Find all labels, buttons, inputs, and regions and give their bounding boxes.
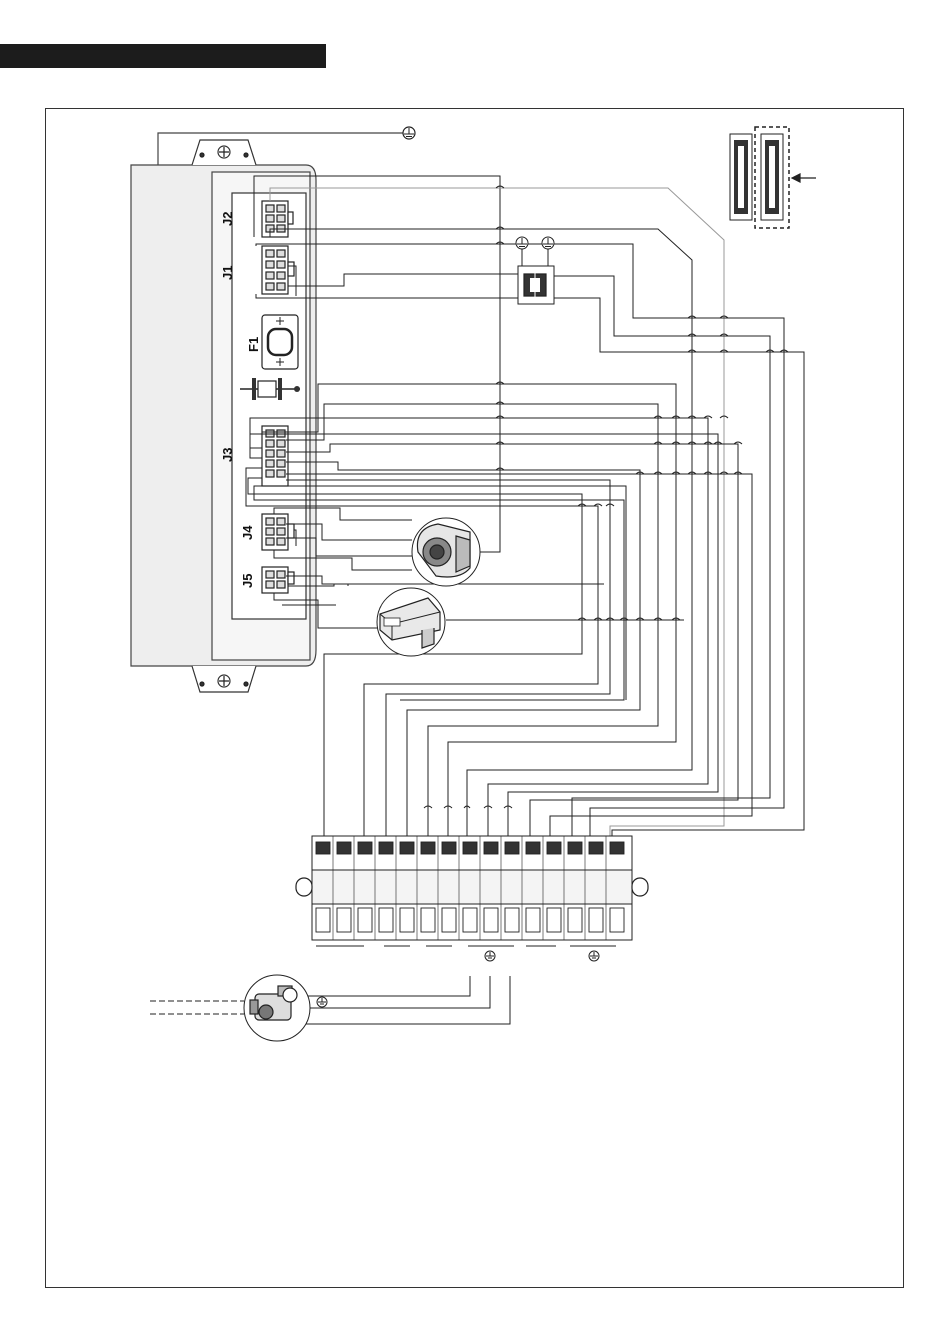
wires-pump (150, 976, 510, 1024)
connector-j2 (262, 201, 293, 237)
label-f1: F1 (246, 337, 261, 352)
fuse-f1 (262, 315, 298, 369)
label-j3: J3 (220, 448, 235, 462)
ground-symbol-pump (317, 997, 327, 1007)
label-j4: J4 (240, 525, 255, 540)
flow-switch (518, 266, 554, 304)
label-j2: J2 (220, 212, 235, 226)
wires-j3 (246, 384, 752, 843)
label-j1: J1 (220, 266, 235, 280)
wires-j4-j5 (274, 508, 684, 628)
connector-j3 (262, 426, 288, 486)
ground-symbols-switch (516, 237, 554, 268)
sensor-plug (377, 588, 445, 656)
ground-symbol-top (403, 127, 415, 139)
wire-crossing-marks (424, 186, 788, 808)
circulation-pump (244, 975, 310, 1041)
fan-motor (412, 518, 480, 586)
label-j5: J5 (240, 574, 255, 588)
wires-j1 (256, 244, 804, 843)
arrow-icon (792, 174, 816, 182)
terminal-strip (296, 836, 648, 946)
remote-module-inset (730, 127, 789, 228)
ground-symbols-strip (485, 951, 599, 961)
